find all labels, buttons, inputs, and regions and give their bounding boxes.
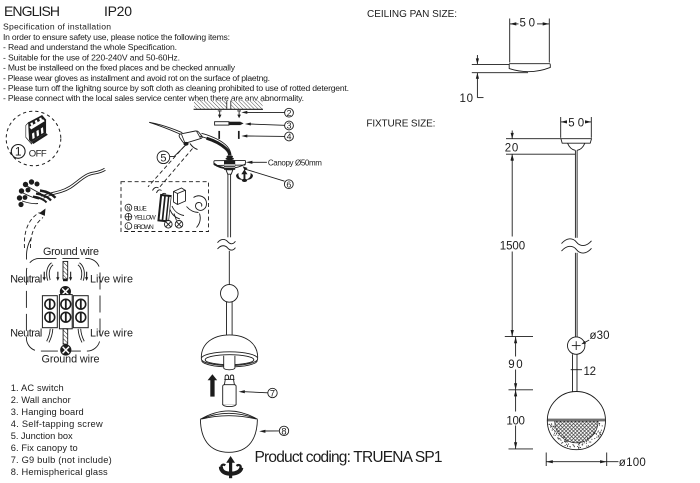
svg-text:7: 7 <box>270 388 275 398</box>
svg-text:12: 12 <box>584 366 597 378</box>
svg-text:2: 2 <box>287 108 292 118</box>
svg-text:- Please connect with the loca: - Please connect with the local sales se… <box>3 93 304 103</box>
svg-text:6: 6 <box>286 179 291 189</box>
svg-text:- Suitable for the use of 220-: - Suitable for the use of 220-240V and 5… <box>3 52 180 62</box>
svg-text:1: 1 <box>15 145 22 159</box>
svg-text:5: 5 <box>160 152 166 164</box>
svg-text:2. Wall anchor: 2. Wall anchor <box>11 395 71 405</box>
svg-text:- Please wear gloves as instal: - Please wear gloves as installment and … <box>3 73 270 83</box>
svg-text:YELLOW: YELLOW <box>134 215 157 222</box>
svg-text:CEILING PAN SIZE:: CEILING PAN SIZE: <box>367 9 457 20</box>
svg-text:90: 90 <box>508 359 523 371</box>
svg-text:BROWN: BROWN <box>134 224 154 231</box>
svg-text:- Read and understand the whol: - Read and understand the whole Specific… <box>3 42 177 52</box>
svg-text:7. G9 bulb (not include): 7. G9 bulb (not include) <box>11 455 112 465</box>
svg-text:Live wire: Live wire <box>90 274 133 286</box>
svg-text:Ground wire: Ground wire <box>42 353 100 365</box>
svg-text:8: 8 <box>281 426 286 436</box>
svg-text:1. AC switch: 1. AC switch <box>11 383 64 393</box>
svg-text:6. Fix canopy to: 6. Fix canopy to <box>11 443 78 453</box>
svg-text:Canopy Ø50mm: Canopy Ø50mm <box>268 158 322 167</box>
svg-text:L: L <box>127 224 130 230</box>
svg-text:3: 3 <box>287 121 292 131</box>
svg-text:8. Hemispherical glass: 8. Hemispherical glass <box>11 467 108 477</box>
svg-text:ø100: ø100 <box>619 457 646 469</box>
svg-text:20: 20 <box>505 142 519 154</box>
svg-text:100: 100 <box>506 415 525 427</box>
svg-text:- Must be installeed on the fi: - Must be installeed on the fixed places… <box>3 63 236 73</box>
svg-text:Neutral: Neutral <box>10 328 42 340</box>
svg-text:4: 4 <box>287 132 292 142</box>
svg-text:3. Hanging board: 3. Hanging board <box>11 407 84 417</box>
svg-text:5. Junction box: 5. Junction box <box>11 431 73 441</box>
svg-text:Product coding: TRUENA SP1: Product coding: TRUENA SP1 <box>255 449 443 466</box>
svg-text:- Please turn off the lighitng: - Please turn off the lighitng source by… <box>3 83 349 93</box>
svg-text:Specification of installation: Specification of installation <box>3 22 111 32</box>
svg-text:10: 10 <box>460 93 474 105</box>
svg-text:Live wire: Live wire <box>90 328 133 340</box>
svg-text:ENGLISH: ENGLISH <box>4 3 60 19</box>
svg-text:4. Self-tapping screw: 4. Self-tapping screw <box>11 419 103 429</box>
svg-text:OFF: OFF <box>29 148 47 159</box>
svg-text:IP20: IP20 <box>104 3 132 19</box>
svg-text:BLUE: BLUE <box>134 205 147 212</box>
svg-text:1500: 1500 <box>500 241 526 253</box>
svg-text:In order to ensure safety use,: In order to ensure safety use, please no… <box>3 32 230 42</box>
svg-text:N: N <box>126 206 130 212</box>
svg-text:Ground wire: Ground wire <box>43 246 99 258</box>
svg-text:ø30: ø30 <box>590 330 610 342</box>
svg-text:FIXTURE SIZE:: FIXTURE SIZE: <box>366 119 435 130</box>
